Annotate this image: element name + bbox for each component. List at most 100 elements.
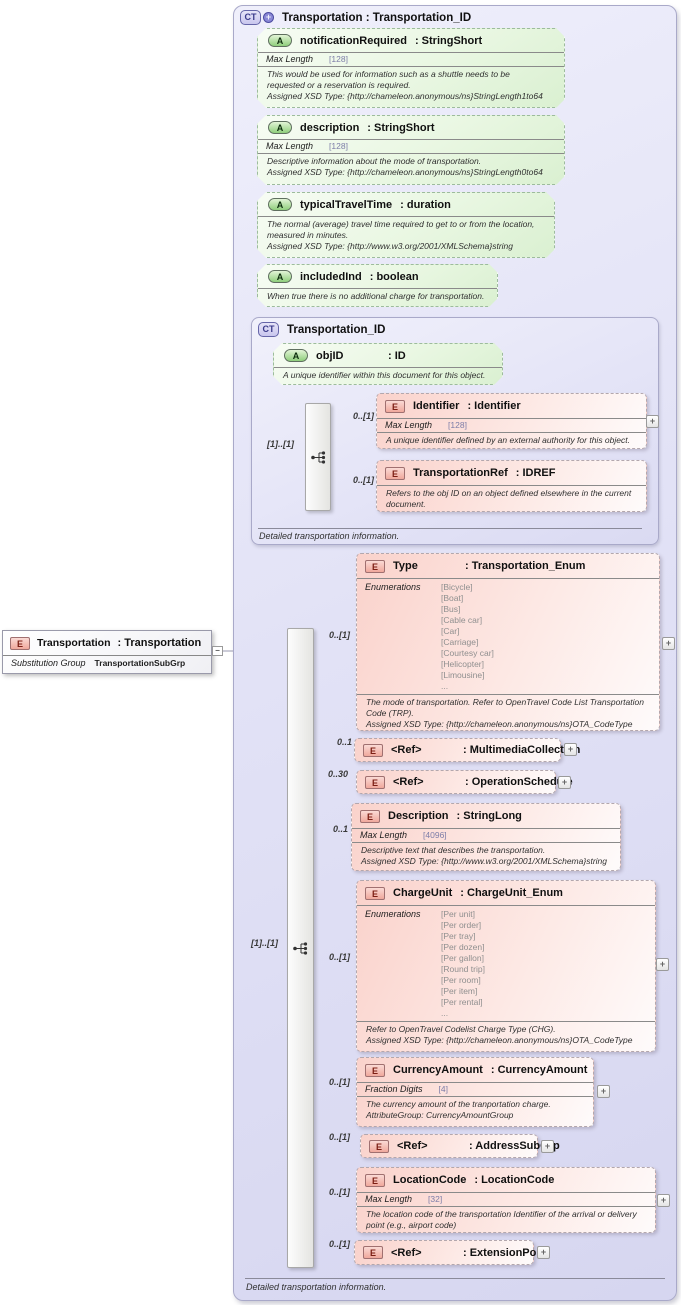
element-type: : OperationSchedule <box>465 776 573 788</box>
element-name: <Ref> <box>397 1140 428 1152</box>
annotation-text: The mode of transportation. Refer to Ope… <box>366 697 644 729</box>
attribute-icon: A <box>268 34 292 47</box>
enumeration-values: [Per unit] [Per order] [Per tray] [Per d… <box>441 909 485 1018</box>
element-type: : MultimediaCollection <box>463 744 581 756</box>
enumerations-label: Enumerations <box>365 582 421 592</box>
element-type: : Transportation_Enum <box>465 560 586 572</box>
compositor-icon <box>310 450 325 464</box>
element-box-type: E Type : Transportation_Enum Enumeration… <box>356 553 660 731</box>
cardinality-label: 0..[1] <box>352 475 374 485</box>
facet-value: [128] <box>448 420 467 430</box>
facet-value: [32] <box>428 1194 443 1204</box>
element-header: E <Ref> : MultimediaCollection <box>355 739 580 761</box>
facet-label: Max Length <box>266 141 314 151</box>
expand-icon[interactable]: + <box>558 776 571 789</box>
element-icon: E <box>360 809 380 823</box>
element-header: E Transportation : Transportation <box>3 631 211 656</box>
annotation-text: The normal (average) travel time require… <box>267 219 535 251</box>
root-element-box-transportation: E Transportation : Transportation Substi… <box>2 630 212 674</box>
annotation-text: When true there is no additional charge … <box>267 291 485 301</box>
element-icon: E <box>10 636 30 650</box>
complex-type-title: Transportation_ID <box>287 323 386 336</box>
annotation-text: Descriptive information about the mode o… <box>267 156 543 177</box>
cardinality-label: 0..[1] <box>328 630 350 640</box>
element-box-description: E Description : StringLong Max Length [4… <box>351 803 621 871</box>
attribute-box-description: A description : StringShort Max Length [… <box>257 115 565 185</box>
attribute-type: : StringShort <box>367 121 435 134</box>
expand-icon[interactable]: + <box>597 1085 610 1098</box>
element-box-addresssubgrp: E <Ref> : AddressSubGrp <box>360 1134 560 1158</box>
expand-icon[interactable]: + <box>656 958 669 971</box>
facet-row: Max Length [128] <box>258 53 564 67</box>
annotation-text: The location code of the transportation … <box>366 1209 637 1230</box>
facet-row: Fraction Digits [4] <box>357 1083 593 1097</box>
expand-icon[interactable]: + <box>564 743 577 756</box>
element-icon: E <box>369 1139 389 1153</box>
element-name: <Ref> <box>391 744 422 756</box>
attribute-icon: A <box>268 270 292 283</box>
enumerations-label: Enumerations <box>365 909 421 919</box>
annotation-text: Refers to the obj ID on an object define… <box>386 488 632 509</box>
element-header: E CurrencyAmount : CurrencyAmount <box>357 1058 593 1083</box>
element-header: E Type : Transportation_Enum <box>357 554 659 579</box>
divider <box>245 1278 665 1279</box>
expand-icon[interactable]: + <box>646 415 659 428</box>
attribute-type: : duration <box>400 198 451 211</box>
attribute-header: A description : StringShort <box>258 116 564 140</box>
expand-icon[interactable]: + <box>263 12 274 23</box>
attribute-name: notificationRequired <box>300 34 407 47</box>
cardinality-label: 0..[1] <box>328 952 350 962</box>
attribute-box-objID: A objID : ID A unique identifier within … <box>273 343 503 385</box>
facet-value: [4] <box>438 1084 448 1094</box>
expand-icon[interactable]: + <box>662 637 675 650</box>
element-icon: E <box>385 399 405 413</box>
enumeration-row: Enumerations [Bicycle] [Boat] [Bus] [Cab… <box>357 579 659 695</box>
cardinality-label: 0..1 <box>336 737 352 747</box>
substitution-group-label: Substitution Group <box>11 658 86 668</box>
element-header: E LocationCode : LocationCode <box>357 1168 655 1193</box>
facet-row: Max Length [32] <box>357 1193 655 1207</box>
element-icon: E <box>385 466 405 480</box>
annotation-text: A unique identifier within this document… <box>283 370 486 380</box>
element-icon: E <box>365 559 385 573</box>
complex-type-title: Transportation : Transportation_ID <box>282 11 472 24</box>
cardinality-label: 0..[1] <box>328 1132 350 1142</box>
element-box-identifier: E Identifier : Identifier Max Length [12… <box>376 393 647 449</box>
complex-type-icon: CT <box>240 10 261 25</box>
facet-label: Max Length <box>385 420 433 430</box>
complex-type-icon: CT <box>258 322 279 337</box>
element-type: : AddressSubGrp <box>469 1140 560 1152</box>
element-type: : CurrencyAmount <box>490 1064 588 1076</box>
expand-icon[interactable]: + <box>541 1140 554 1153</box>
attribute-header: A includedInd : boolean <box>258 265 497 289</box>
element-header: E Description : StringLong <box>352 804 620 829</box>
collapse-icon[interactable]: − <box>212 646 223 656</box>
attribute-name: includedInd <box>300 270 362 283</box>
element-box-locationcode: E LocationCode : LocationCode Max Length… <box>356 1167 656 1233</box>
attribute-icon: A <box>268 198 292 211</box>
facet-value: [128] <box>329 54 348 64</box>
element-icon: E <box>363 1246 383 1259</box>
element-name: Identifier <box>413 400 460 412</box>
attribute-name: description <box>300 121 360 134</box>
attribute-box-includedInd: A includedInd : boolean When true there … <box>257 264 498 307</box>
divider <box>258 528 642 529</box>
attribute-name: typicalTravelTime <box>300 198 393 211</box>
annotation-text: This would be used for information such … <box>267 69 543 101</box>
element-name: LocationCode <box>393 1174 467 1186</box>
expand-icon[interactable]: + <box>657 1194 670 1207</box>
cardinality-label: 0..[1] <box>328 1239 350 1249</box>
expand-icon[interactable]: + <box>537 1246 550 1259</box>
enumeration-values: [Bicycle] [Boat] [Bus] [Cable car] [Car]… <box>441 582 494 691</box>
element-type: : StringLong <box>456 810 522 822</box>
element-type: : LocationCode <box>474 1174 555 1186</box>
element-name: ChargeUnit <box>393 887 453 899</box>
substitution-group-row: Substitution Group TransportationSubGrp <box>3 656 211 670</box>
element-header: E <Ref> : ExtensionPoint <box>355 1241 550 1264</box>
element-name: Type <box>393 560 418 572</box>
element-icon: E <box>365 1063 385 1077</box>
attribute-box-notificationRequired: A notificationRequired : StringShort Max… <box>257 28 565 108</box>
element-name: Description <box>388 810 449 822</box>
element-box-operationschedule: E <Ref> : OperationSchedule <box>356 770 573 794</box>
compositor-bar <box>287 628 314 1268</box>
